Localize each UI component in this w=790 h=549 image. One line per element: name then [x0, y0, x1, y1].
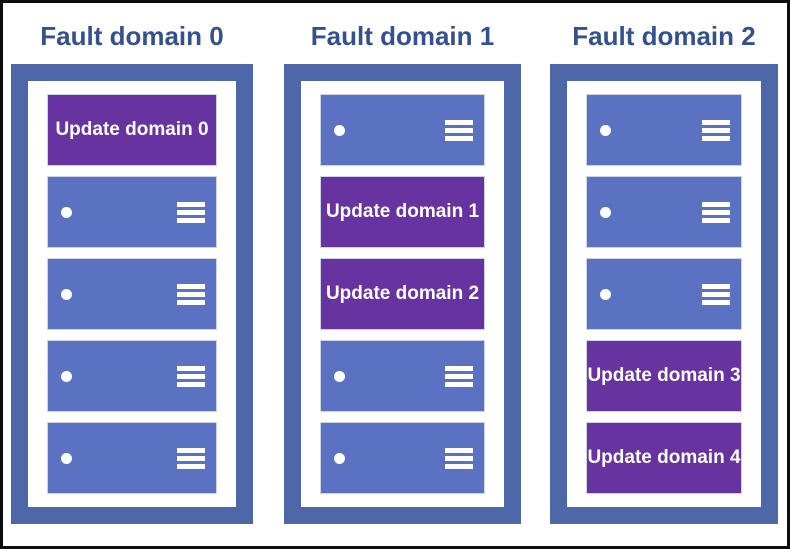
fault-domain-2-title: Fault domain 2 [572, 21, 756, 51]
fault-domain-0: Fault domain 0 Update domain 0 [11, 19, 253, 524]
status-dot-icon [61, 370, 72, 382]
server-box [320, 94, 485, 166]
status-dot-icon [334, 124, 345, 136]
server-vents-icon [445, 365, 473, 387]
server-vents-icon [702, 283, 730, 305]
fault-domain-2: Fault domain 2 Update domain 3 Update do… [550, 19, 778, 524]
fault-domain-1: Fault domain 1 Update domain 1 Update do… [284, 19, 521, 524]
status-dot-icon [334, 452, 345, 464]
update-domain-2-label: Update domain 2 [325, 283, 480, 304]
fault-domain-0-title: Fault domain 0 [40, 21, 224, 51]
server-box [320, 340, 485, 412]
server-box [586, 258, 742, 330]
server-vents-icon [445, 119, 473, 141]
server-box [47, 176, 217, 248]
status-dot-icon [600, 206, 611, 218]
update-domain-2-box: Update domain 2 [320, 258, 485, 330]
server-vents-icon [177, 283, 205, 305]
server-box [320, 422, 485, 494]
update-domain-3-label: Update domain 3 [587, 365, 741, 386]
update-domain-1-label: Update domain 1 [325, 201, 480, 222]
status-dot-icon [600, 288, 611, 300]
status-dot-icon [61, 288, 72, 300]
server-vents-icon [702, 201, 730, 223]
fault-domain-1-title: Fault domain 1 [310, 21, 495, 51]
server-vents-icon [177, 365, 205, 387]
update-domain-1-box: Update domain 1 [320, 176, 485, 248]
server-box [47, 340, 217, 412]
status-dot-icon [334, 370, 345, 382]
status-dot-icon [61, 452, 72, 464]
rack-0: Update domain 0 [11, 64, 253, 524]
update-domain-0-label: Update domain 0 [55, 119, 209, 140]
update-domain-4-label: Update domain 4 [587, 447, 741, 468]
update-domain-4-box: Update domain 4 [586, 422, 742, 494]
server-box [586, 94, 742, 166]
server-vents-icon [702, 119, 730, 141]
status-dot-icon [600, 124, 611, 136]
update-domain-3-box: Update domain 3 [586, 340, 742, 412]
status-dot-icon [61, 206, 72, 218]
server-box [47, 422, 217, 494]
server-vents-icon [177, 201, 205, 223]
update-domain-0-box: Update domain 0 [47, 94, 217, 166]
rack-1: Update domain 1 Update domain 2 [284, 64, 521, 524]
rack-2: Update domain 3 Update domain 4 [550, 64, 778, 524]
server-box [47, 258, 217, 330]
server-vents-icon [445, 447, 473, 469]
server-box [586, 176, 742, 248]
server-vents-icon [177, 447, 205, 469]
